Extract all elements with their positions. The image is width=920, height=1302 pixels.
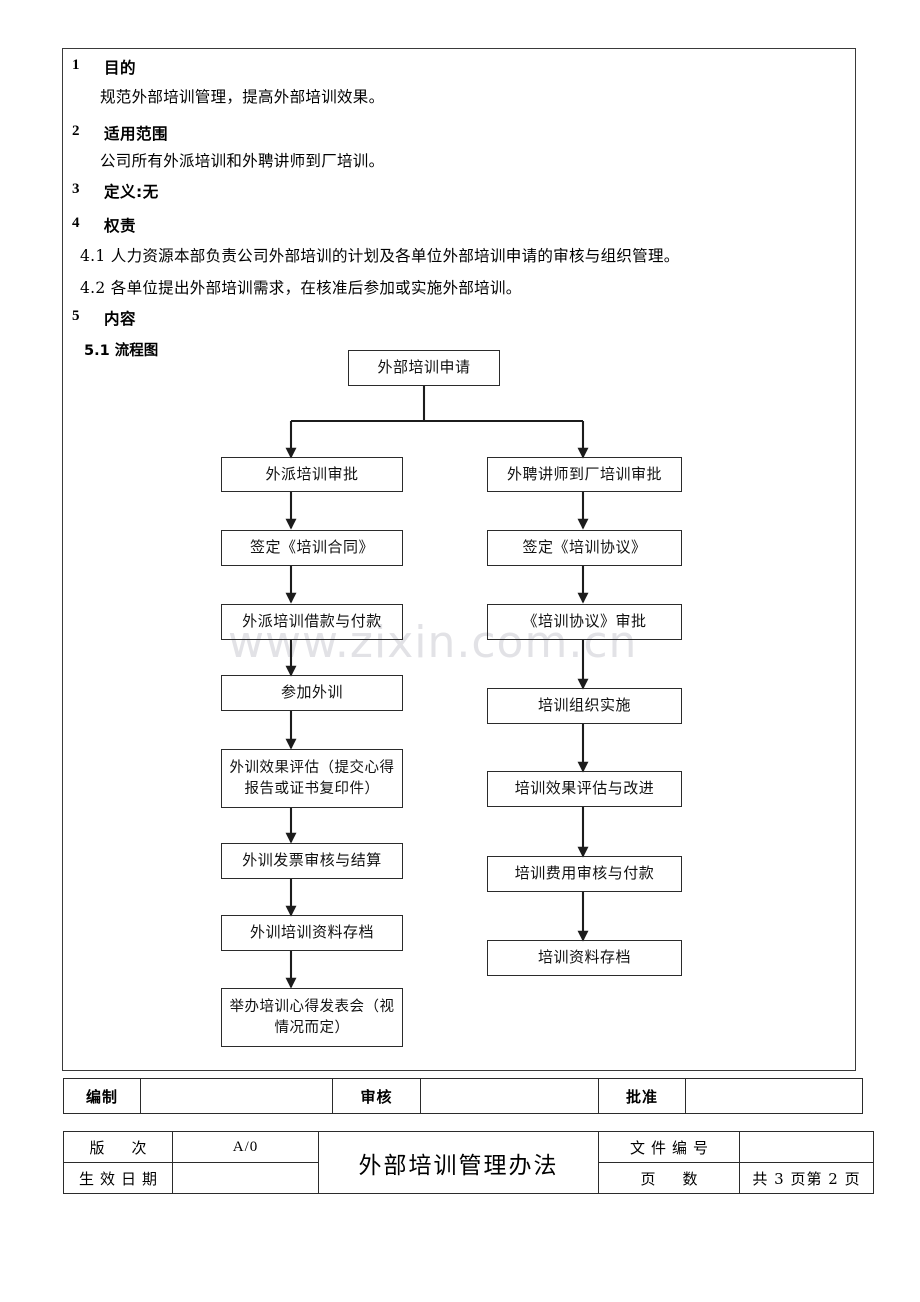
section-5-number: 5 xyxy=(72,308,80,324)
document-title: 外部培训管理办法 xyxy=(318,1131,599,1194)
section-5-title: 内容 xyxy=(104,310,137,328)
section-1-number: 1 xyxy=(72,57,80,73)
section-4-body-line-1: 4.1 人力资源本部负责公司外部培训的计划及各单位外部培训申请的审核与组织管理。 xyxy=(80,247,680,265)
section-3-title: 定义:无 xyxy=(104,183,159,201)
flow-node-right-1[interactable]: 外聘讲师到厂培训审批 xyxy=(487,457,682,492)
approved-by-label: 批准 xyxy=(598,1078,686,1114)
flow-node-left-5[interactable]: 外训效果评估（提交心得报告或证书复印件） xyxy=(221,749,403,808)
table-row: 编制 审核 批准 xyxy=(63,1078,863,1114)
prepared-by-value[interactable] xyxy=(140,1078,333,1114)
flow-node-right-4[interactable]: 培训组织实施 xyxy=(487,688,682,724)
flow-node-left-8[interactable]: 举办培训心得发表会（视情况而定） xyxy=(221,988,403,1047)
section-4-body-line-2: 4.2 各单位提出外部培训需求，在核准后参加或实施外部培训。 xyxy=(80,279,522,297)
page-count-value: 共 3 页第 2 页 xyxy=(739,1162,874,1194)
flow-node-right-6[interactable]: 培训费用审核与付款 xyxy=(487,856,682,892)
reviewed-by-value[interactable] xyxy=(420,1078,599,1114)
subheading-flowchart: 5.1 流程图 xyxy=(84,343,159,359)
section-1-title: 目的 xyxy=(104,59,137,77)
section-2-body-line-1: 公司所有外派培训和外聘讲师到厂培训。 xyxy=(100,152,385,170)
flow-node-left-7[interactable]: 外训培训资料存档 xyxy=(221,915,403,951)
section-4-title: 权责 xyxy=(104,217,137,235)
watermark-text: www.zixin.com.cn xyxy=(228,617,638,668)
effective-date-label: 生效日期 xyxy=(63,1162,173,1194)
footer-table: 版 次 A/0 外部培训管理办法 文件编号 生效日期 页 数 共 3 页第 2 … xyxy=(63,1131,874,1194)
approval-table: 编制 审核 批准 xyxy=(63,1078,863,1114)
doc-number-label: 文件编号 xyxy=(598,1131,740,1163)
page-count-label: 页 数 xyxy=(598,1162,740,1194)
flow-node-right-2[interactable]: 签定《培训协议》 xyxy=(487,530,682,566)
flow-node-left-2[interactable]: 签定《培训合同》 xyxy=(221,530,403,566)
table-row: 版 次 A/0 外部培训管理办法 文件编号 xyxy=(63,1131,874,1194)
approved-by-value[interactable] xyxy=(685,1078,863,1114)
section-4-number: 4 xyxy=(72,215,80,231)
flow-node-right-3[interactable]: 《培训协议》审批 xyxy=(487,604,682,640)
section-1-body-line-1: 规范外部培训管理，提高外部培训效果。 xyxy=(100,88,385,106)
section-2-number: 2 xyxy=(72,123,80,139)
reviewed-by-label: 审核 xyxy=(332,1078,421,1114)
flow-node-left-4[interactable]: 参加外训 xyxy=(221,675,403,711)
version-value[interactable]: A/0 xyxy=(172,1131,319,1163)
flow-node-right-5[interactable]: 培训效果评估与改进 xyxy=(487,771,682,807)
flow-node-left-1[interactable]: 外派培训审批 xyxy=(221,457,403,492)
section-2-title: 适用范围 xyxy=(104,125,169,143)
page-border xyxy=(62,48,856,1071)
flow-node-right-7[interactable]: 培训资料存档 xyxy=(487,940,682,976)
flow-node-start[interactable]: 外部培训申请 xyxy=(348,350,500,386)
version-label: 版 次 xyxy=(63,1131,173,1163)
flow-node-left-6[interactable]: 外训发票审核与结算 xyxy=(221,843,403,879)
table-row: 生效日期 页 数 共 3 页第 2 页 xyxy=(63,1162,874,1194)
prepared-by-label: 编制 xyxy=(63,1078,141,1114)
flow-node-left-3[interactable]: 外派培训借款与付款 xyxy=(221,604,403,640)
doc-number-value[interactable] xyxy=(739,1131,874,1163)
effective-date-value[interactable] xyxy=(172,1162,319,1194)
section-3-number: 3 xyxy=(72,181,80,197)
